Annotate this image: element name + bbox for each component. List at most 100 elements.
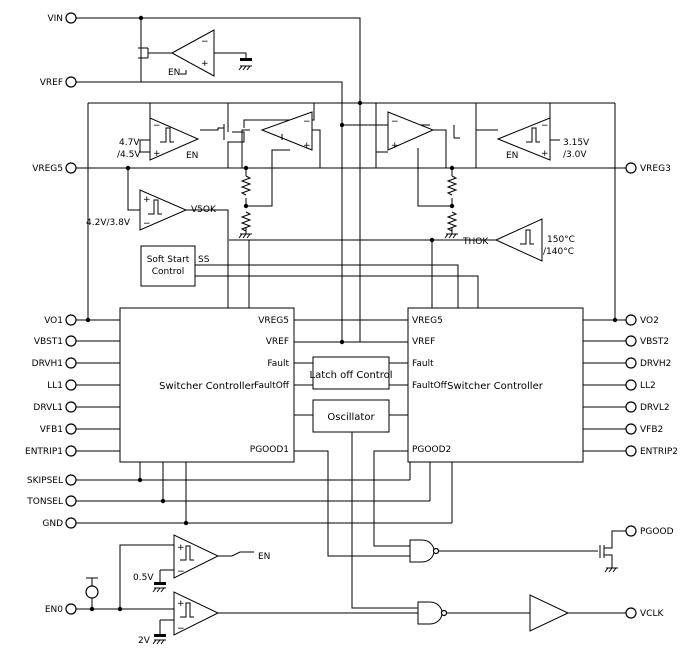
latch-off-label: Latch off Control: [310, 370, 393, 381]
current-source-supply: [86, 577, 98, 586]
en-out-label: EN: [258, 552, 270, 562]
label-gnd: GND: [42, 519, 63, 529]
right-pins: [625, 162, 637, 619]
v5ok-label: V5OK: [191, 205, 217, 215]
pin-skipsel[interactable]: [65, 474, 77, 486]
hysteresis-icon-3: [148, 199, 162, 215]
label-skipsel: SKIPSEL: [27, 476, 63, 486]
current-source-icon: [85, 585, 99, 599]
ground-symbols: [152, 65, 618, 645]
hysteresis-icon-6: [180, 602, 194, 618]
soft-start-label-1: Soft Start: [147, 255, 190, 265]
cmp-plus-4: +: [177, 543, 185, 553]
label-vbst1: VBST1: [34, 337, 63, 347]
cmp-plus-3: +: [143, 195, 151, 205]
label-vclk: VCLK: [640, 609, 664, 619]
amp-plus-2: +: [303, 141, 311, 151]
label-tonsel: TONSEL: [26, 497, 63, 507]
pin-vfb2[interactable]: [625, 423, 637, 435]
resistor-divider-right: [446, 175, 458, 232]
sw2-port-faultoff: FaultOff: [412, 381, 448, 391]
pin-vo1[interactable]: [65, 314, 77, 326]
label-vref: VREF: [40, 78, 63, 88]
cmp-minus-2: −: [541, 121, 549, 131]
temp-hi-label: 150°C: [547, 235, 575, 245]
amp-minus: −: [201, 37, 209, 47]
pin-drvh1[interactable]: [65, 357, 77, 369]
soft-start-label-2: Control: [152, 267, 185, 277]
sw1-port-fault: Fault: [267, 359, 289, 369]
pin-vbst1[interactable]: [65, 335, 77, 347]
pin-drvl2[interactable]: [625, 401, 637, 413]
en-comparator: [173, 534, 220, 579]
pin-entrip2[interactable]: [625, 445, 637, 457]
sw2-port-fault: Fault: [412, 359, 434, 369]
pin-tonsel[interactable]: [65, 495, 77, 507]
pin-ll1[interactable]: [65, 379, 77, 391]
pgood-nand-gate: [409, 539, 435, 563]
cmp-minus-5: −: [177, 624, 185, 634]
junction-dots: [85, 15, 618, 612]
pin-vo2[interactable]: [625, 314, 637, 326]
cmp-plus-2: +: [541, 149, 549, 159]
threshold-right-hi: 3.15V: [563, 138, 590, 148]
thok-label: THOK: [462, 237, 489, 247]
pin-ll2[interactable]: [625, 379, 637, 391]
vreg5-ldo-amp: [260, 111, 313, 151]
vreg5-comparator: [149, 117, 200, 161]
pin-vin[interactable]: [65, 12, 77, 24]
amp-plus-3: +: [391, 141, 399, 151]
hysteresis-icon-2: [526, 127, 540, 143]
en-right-label: EN: [506, 151, 518, 161]
label-en0: EN0: [45, 605, 63, 615]
pin-entrip1[interactable]: [65, 445, 77, 457]
vclk-comparator: [173, 591, 220, 636]
pin-vfb1[interactable]: [65, 423, 77, 435]
right-pin-labels: VREG3 VO2 VBST2 DRVH2 LL2 DRVL2 VFB2 ENT…: [640, 164, 678, 619]
vclk-nand-gate: [417, 601, 443, 625]
label-vo2: VO2: [640, 316, 659, 326]
switcher-controller-2: [407, 307, 584, 463]
oscillator-label: Oscillator: [327, 412, 375, 423]
vin-regulator-amp: [170, 29, 215, 77]
sw1-port-faultoff: FaultOff: [254, 381, 290, 391]
label-drvl1: DRVL1: [33, 403, 63, 413]
switcher-controller-1: [119, 307, 295, 463]
amp-minus-2: −: [303, 117, 311, 127]
cmp-minus: −: [153, 121, 161, 131]
sw1-port-vreg5: VREG5: [258, 316, 289, 326]
pin-en0[interactable]: [65, 603, 77, 615]
sw1-port-vref: VREF: [266, 337, 289, 347]
pin-vreg3[interactable]: [625, 162, 637, 174]
hysteresis-icon-5: [180, 545, 194, 561]
pin-drvh2[interactable]: [625, 357, 637, 369]
sw2-port-pgood2: PGOOD2: [412, 445, 451, 455]
label-drvl2: DRVL2: [640, 403, 670, 413]
hysteresis-icon: [160, 127, 174, 143]
label-drvh1: DRVH1: [32, 359, 63, 369]
pin-pgood[interactable]: [625, 525, 637, 537]
temp-lo-label: /140°C: [543, 247, 574, 257]
label-vreg5: VREG5: [32, 164, 63, 174]
sw2-port-vref: VREF: [412, 337, 435, 347]
pin-vreg5[interactable]: [65, 162, 77, 174]
label-entrip1: ENTRIP1: [25, 447, 63, 457]
pin-vref[interactable]: [65, 76, 77, 88]
threshold-right-lo: /3.0V: [563, 150, 587, 160]
pin-vclk[interactable]: [625, 607, 637, 619]
pin-gnd[interactable]: [65, 517, 77, 529]
threshold-left-hi: 4.7V: [119, 138, 140, 148]
ref-05-label: 0.5V: [133, 573, 154, 583]
label-vbst2: VBST2: [640, 337, 669, 347]
left-pin-labels: VIN VREF VREG5 VO1 VBST1 DRVH1 LL1 DRVL1…: [25, 14, 63, 615]
label-vin: VIN: [47, 14, 63, 24]
en-left-label: EN: [186, 151, 198, 161]
soft-start-control-block: [140, 245, 196, 287]
label-entrip2: ENTRIP2: [640, 447, 678, 457]
pin-drvl1[interactable]: [65, 401, 77, 413]
label-vfb2: VFB2: [640, 425, 663, 435]
switcher2-title: Switcher Controller: [447, 381, 544, 392]
ss-label: SS: [198, 255, 210, 265]
v5ok-comparator: [139, 189, 188, 231]
pin-vbst2[interactable]: [625, 335, 637, 347]
